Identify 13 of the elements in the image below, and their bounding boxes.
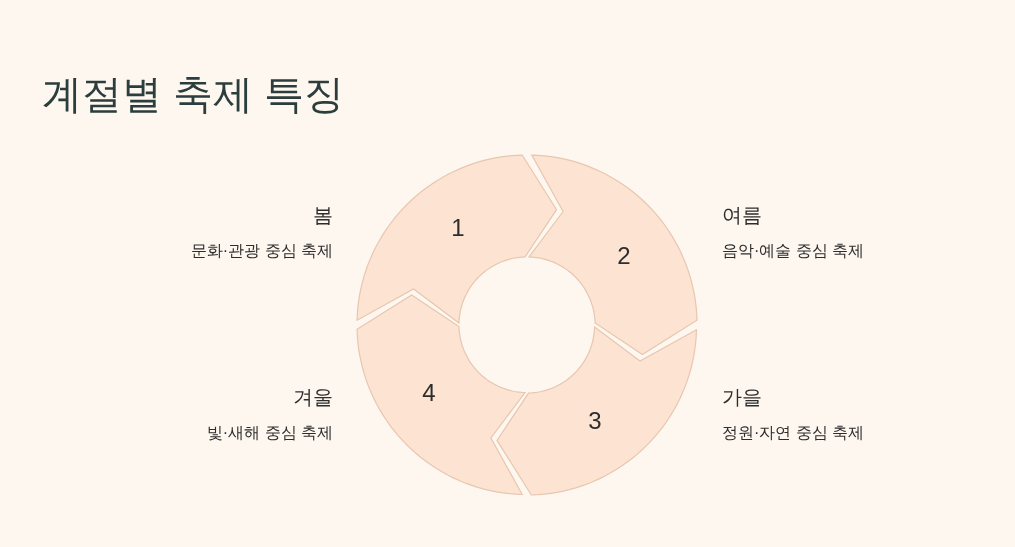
- season-description: 문화·관광 중심 축제: [190, 241, 333, 261]
- season-description: 빛·새해 중심 축제: [206, 423, 333, 443]
- season-heading: 가을: [722, 385, 762, 410]
- step-number: 3: [588, 407, 602, 435]
- step-number: 2: [617, 242, 631, 270]
- season-heading: 겨울: [293, 385, 333, 410]
- season-heading: 여름: [722, 203, 762, 228]
- title: 계절별 축제 특징: [42, 71, 345, 118]
- season-description: 음악·예술 중심 축제: [722, 241, 865, 261]
- season-heading: 봄: [313, 203, 333, 228]
- step-number: 4: [422, 379, 436, 407]
- step-number: 1: [451, 214, 465, 242]
- season-description: 정원·자연 중심 축제: [722, 423, 865, 443]
